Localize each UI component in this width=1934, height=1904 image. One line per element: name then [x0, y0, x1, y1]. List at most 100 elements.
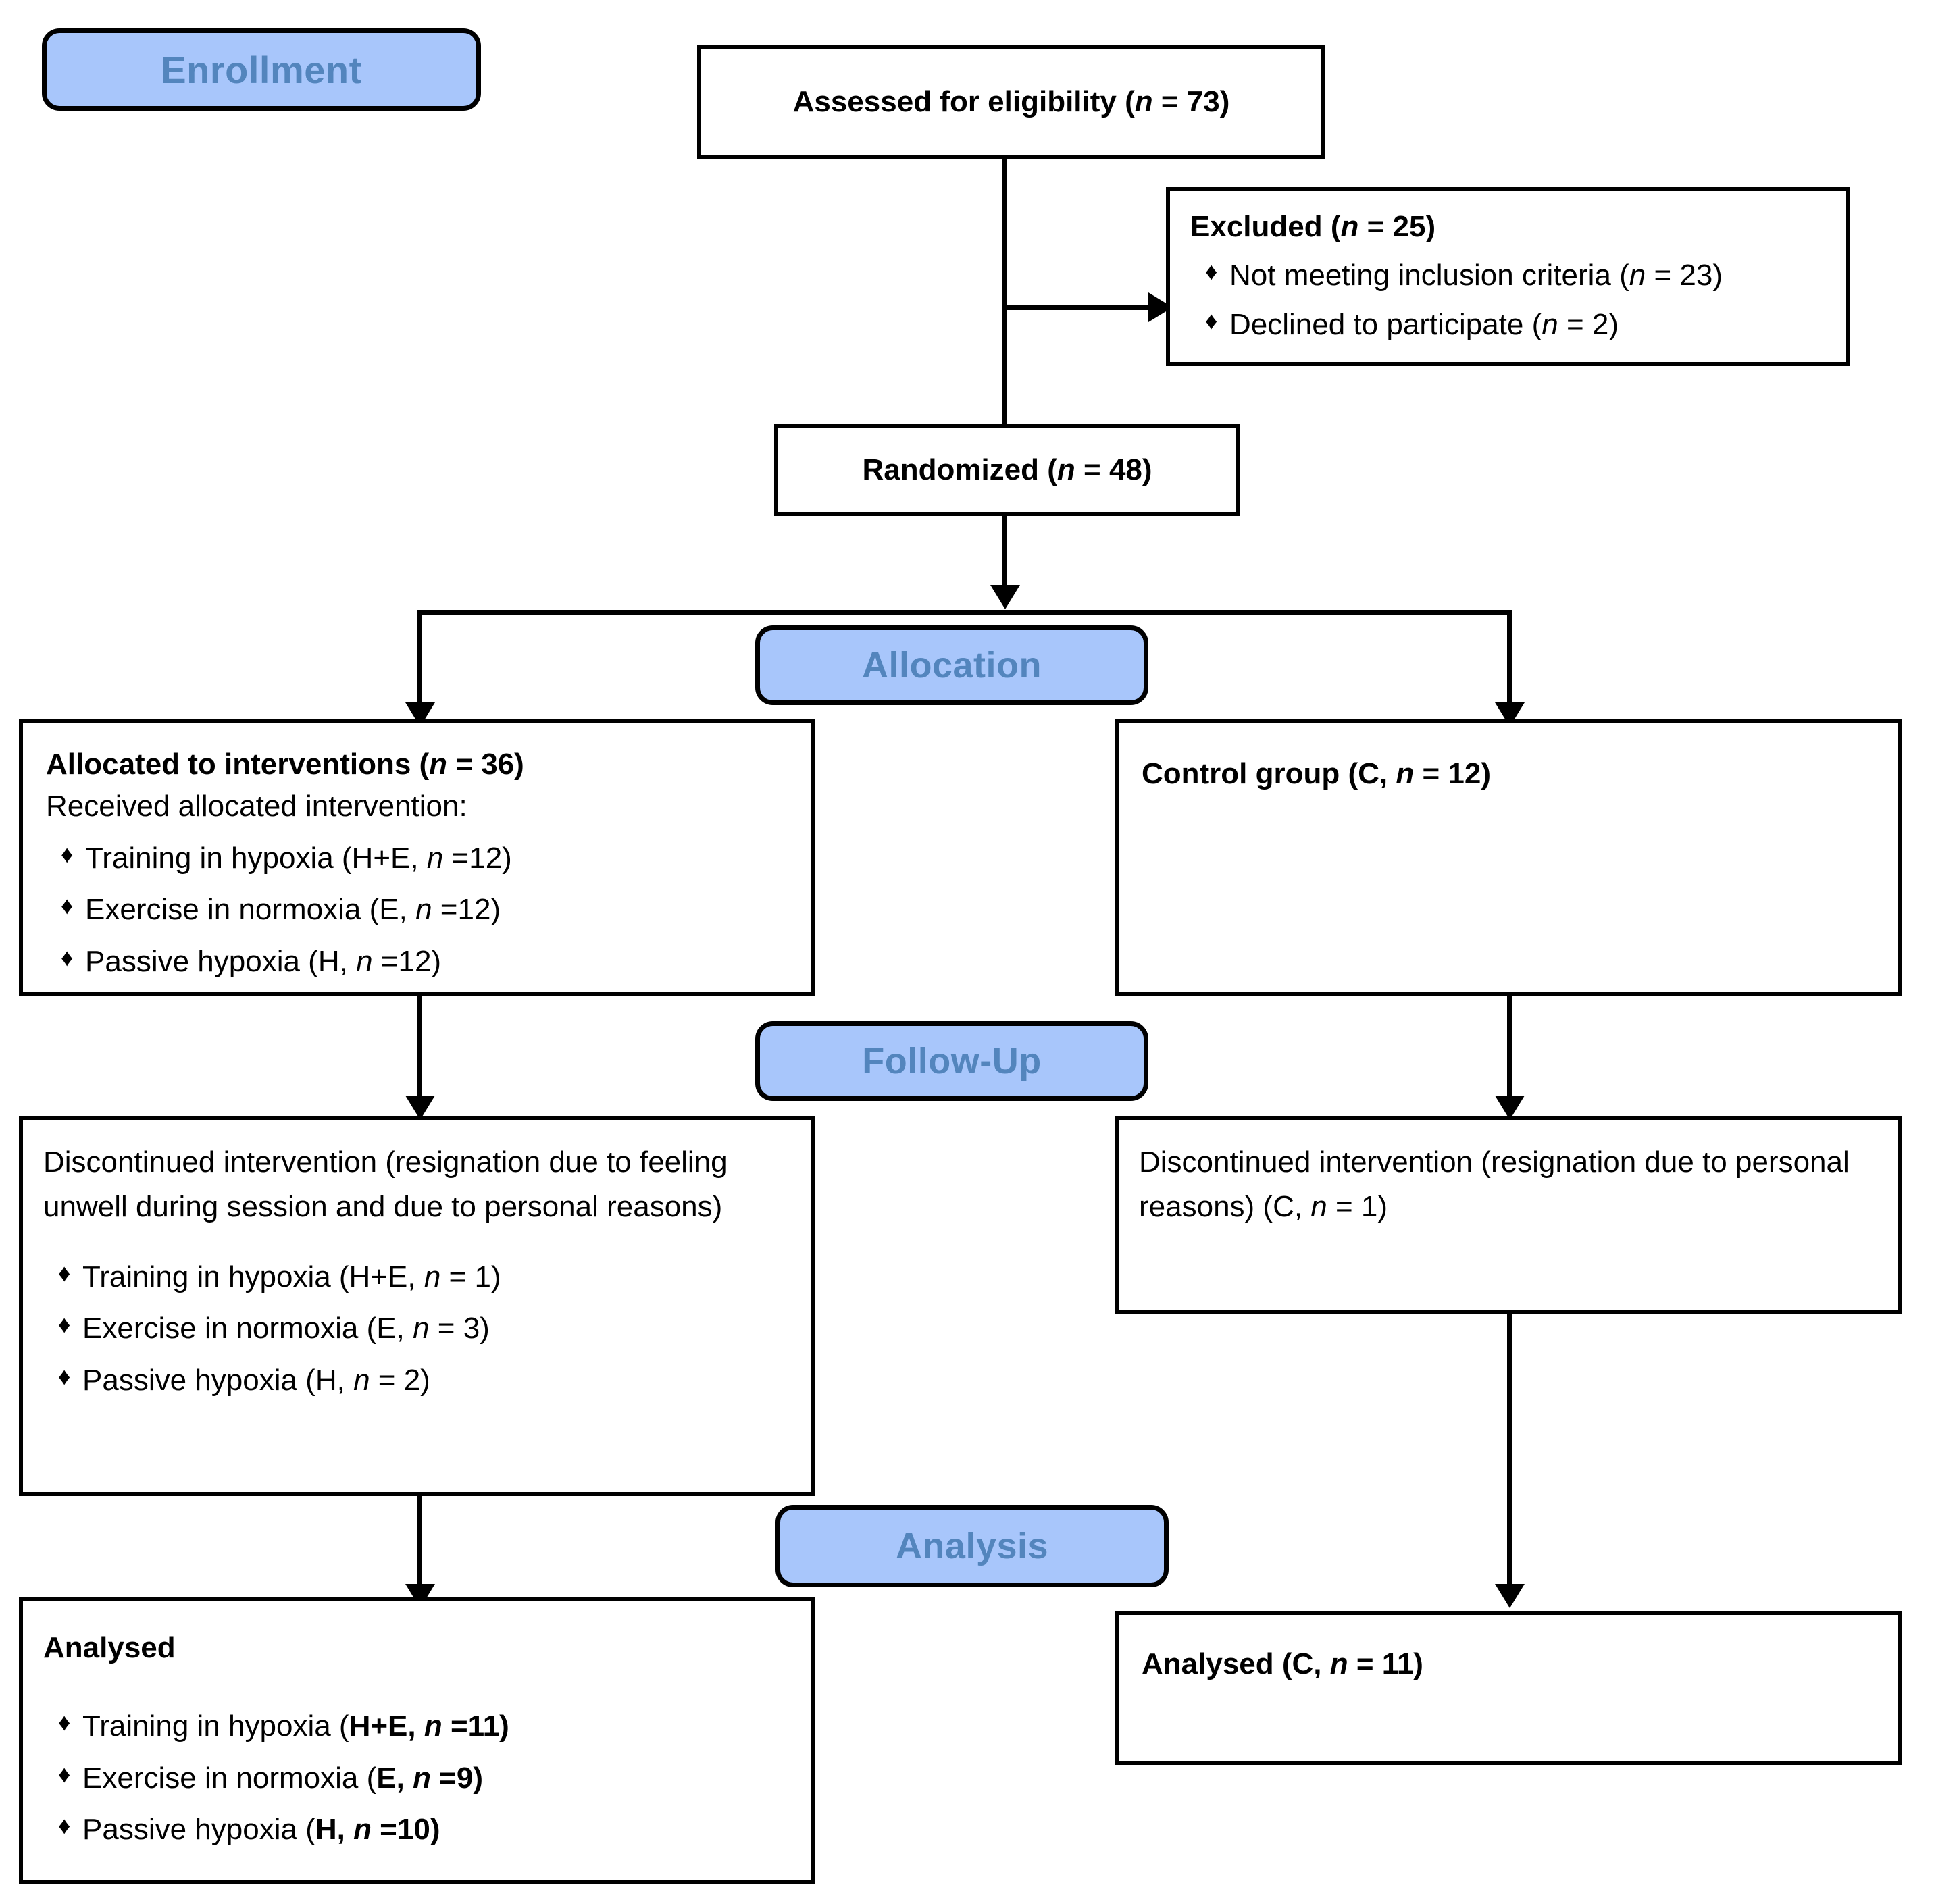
list-item: ♦Training in hypoxia (H+E, n =12)	[46, 838, 788, 879]
diamond-bullet-icon: ♦	[58, 1259, 71, 1287]
allocated-heading: Allocated to interventions (n = 36)	[46, 748, 524, 781]
arrowhead-right-analysis	[1495, 1584, 1525, 1608]
italic-n: n	[353, 1813, 372, 1847]
italic-n: n	[353, 1363, 370, 1397]
stage-label-followup-text: Follow-Up	[862, 1041, 1042, 1081]
connector-split-right	[1507, 610, 1512, 711]
list-item: ♦Passive hypoxia (H, n = 2)	[43, 1360, 790, 1401]
italic-n: n	[1329, 1647, 1348, 1680]
italic-n: n	[424, 1260, 441, 1293]
stage-label-enrollment: Enrollment	[42, 28, 481, 111]
group-count: =11)	[442, 1709, 509, 1743]
analysed-right-heading: Analysed (C, n = 11)	[1142, 1647, 1423, 1680]
connector-control-to-followup	[1507, 996, 1512, 1101]
box-analysed-right: Analysed (C, n = 11)	[1115, 1611, 1902, 1765]
italic-n: n	[413, 1761, 431, 1795]
italic-n: n	[1340, 210, 1359, 243]
italic-n: n	[1057, 453, 1075, 486]
list-item: ♦Passive hypoxia (H, n =10)	[43, 1809, 790, 1851]
italic-n: n	[424, 1709, 442, 1743]
list-item: ♦Exercise in normoxia (E, n =12)	[46, 889, 788, 931]
stage-label-enrollment-text: Enrollment	[161, 48, 362, 91]
discontinued-left-text: Discontinued intervention (resignation d…	[43, 1146, 728, 1223]
italic-n: n	[1542, 307, 1558, 341]
italic-n: n	[429, 748, 448, 781]
group-code: H,	[315, 1813, 354, 1847]
italic-n: n	[413, 1312, 430, 1345]
box-discontinued-intervention-left: Discontinued intervention (resignation d…	[19, 1116, 815, 1496]
excluded-content: Excluded (n = 25) ♦Not meeting inclusion…	[1170, 191, 1846, 367]
assessed-text-wrap: Assessed for eligibility (n = 73)	[701, 49, 1321, 155]
allocated-intervention-list: ♦Training in hypoxia (H+E, n =12) ♦Exerc…	[46, 838, 788, 983]
box-randomized: Randomized (n = 48)	[774, 424, 1240, 516]
analysed-left-heading: Analysed	[43, 1631, 176, 1664]
group-count: =9)	[430, 1761, 483, 1795]
diamond-bullet-icon: ♦	[1205, 257, 1218, 286]
spacer	[43, 1229, 790, 1247]
box-excluded: Excluded (n = 25) ♦Not meeting inclusion…	[1166, 187, 1850, 366]
box-control-group: Control group (C, n = 12)	[1115, 719, 1902, 996]
list-item: ♦Passive hypoxia (H, n =12)	[46, 941, 788, 983]
list-item: ♦Not meeting inclusion criteria (n = 23)	[1190, 255, 1825, 297]
analysed-right-content: Analysed (C, n = 11)	[1119, 1615, 1898, 1714]
diamond-bullet-icon: ♦	[58, 1362, 71, 1390]
analysed-left-list: ♦Training in hypoxia (H+E, n =11) ♦Exerc…	[43, 1705, 790, 1851]
group-count: =10)	[371, 1813, 440, 1847]
stage-label-analysis-text: Analysis	[895, 1526, 1049, 1566]
diamond-bullet-icon: ♦	[58, 1759, 71, 1788]
discontinued-left-list: ♦Training in hypoxia (H+E, n = 1) ♦Exerc…	[43, 1256, 790, 1401]
connector-assessed-to-excluded	[1002, 305, 1158, 310]
discontinued-left-content: Discontinued intervention (resignation d…	[23, 1120, 811, 1431]
connector-split-left	[417, 610, 422, 711]
connector-randomized-down	[1002, 516, 1007, 589]
excluded-heading: Excluded (n = 25)	[1190, 210, 1436, 243]
diamond-bullet-icon: ♦	[58, 1811, 71, 1840]
list-item: ♦Training in hypoxia (H+E, n = 1)	[43, 1256, 790, 1298]
connector-assessed-to-randomized	[1002, 159, 1007, 424]
italic-n: n	[1134, 84, 1153, 118]
excluded-reason-list: ♦Not meeting inclusion criteria (n = 23)…	[1190, 255, 1825, 346]
randomized-text: Randomized (n = 48)	[862, 453, 1152, 486]
diamond-bullet-icon: ♦	[61, 840, 74, 868]
randomized-text-wrap: Randomized (n = 48)	[778, 428, 1236, 512]
diamond-bullet-icon: ♦	[1205, 306, 1218, 334]
stage-label-followup: Follow-Up	[755, 1021, 1148, 1101]
stage-label-allocation: Allocation	[755, 625, 1148, 705]
control-group-content: Control group (C, n = 12)	[1119, 723, 1898, 825]
diamond-bullet-icon: ♦	[61, 892, 74, 920]
box-assessed-for-eligibility: Assessed for eligibility (n = 73)	[697, 45, 1325, 159]
diamond-bullet-icon: ♦	[58, 1708, 71, 1736]
italic-n: n	[1310, 1190, 1327, 1223]
box-analysed-left: Analysed ♦Training in hypoxia (H+E, n =1…	[19, 1597, 815, 1884]
box-allocated-to-interventions: Allocated to interventions (n = 36) Rece…	[19, 719, 815, 996]
arrowhead-randomized-split	[990, 585, 1020, 609]
diamond-bullet-icon: ♦	[58, 1310, 71, 1339]
connector-allocated-to-followup	[417, 996, 422, 1101]
list-item: ♦Exercise in normoxia (E, n =9)	[43, 1757, 790, 1799]
group-code: E,	[376, 1761, 413, 1795]
assessed-text: Assessed for eligibility (n = 73)	[792, 84, 1230, 118]
connector-right-followup-to-analysis	[1507, 1314, 1512, 1591]
stage-label-allocation-text: Allocation	[861, 645, 1042, 686]
discontinued-right-content: Discontinued intervention (resignation d…	[1119, 1120, 1898, 1250]
split-bar-allocation	[417, 610, 1512, 615]
allocated-content: Allocated to interventions (n = 36) Rece…	[23, 723, 811, 1012]
italic-n: n	[1396, 757, 1415, 790]
group-code: H+E,	[349, 1709, 424, 1743]
list-item: ♦Training in hypoxia (H+E, n =11)	[43, 1705, 790, 1747]
analysed-left-content: Analysed ♦Training in hypoxia (H+E, n =1…	[23, 1601, 811, 1886]
italic-n: n	[1629, 259, 1646, 292]
discontinued-right-text: Discontinued intervention (resignation d…	[1139, 1146, 1850, 1223]
italic-n: n	[415, 893, 432, 927]
italic-n: n	[426, 841, 444, 875]
box-discontinued-intervention-right: Discontinued intervention (resignation d…	[1115, 1116, 1902, 1314]
diamond-bullet-icon: ♦	[61, 943, 74, 971]
connector-left-followup-to-analysis	[417, 1496, 422, 1591]
allocated-subheading: Received allocated intervention:	[46, 790, 467, 823]
italic-n: n	[356, 944, 373, 978]
list-item: ♦Exercise in normoxia (E, n = 3)	[43, 1308, 790, 1349]
list-item: ♦Declined to participate (n = 2)	[1190, 304, 1825, 346]
spacer	[43, 1669, 790, 1696]
control-group-heading: Control group (C, n = 12)	[1142, 757, 1492, 790]
